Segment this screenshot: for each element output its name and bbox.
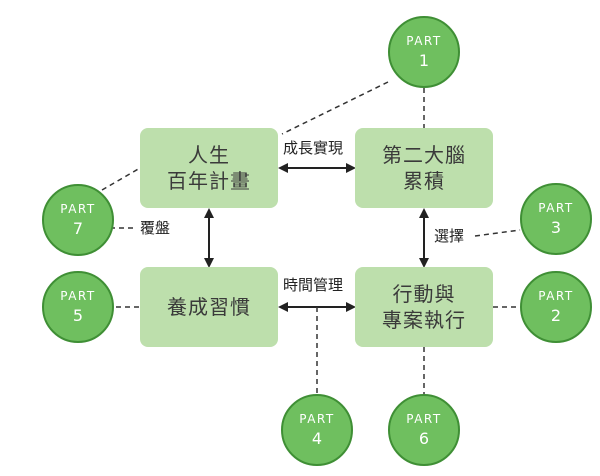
part-6-label: PART — [406, 412, 442, 426]
edge-label-bottom: 時間管理 — [283, 276, 344, 294]
part-circle-1: PART 1 — [388, 16, 460, 88]
part-5-label: PART — [60, 289, 96, 303]
node-action: 行動與 專案執行 — [355, 267, 493, 347]
part-7-number: 7 — [72, 219, 84, 238]
node-life-plan: 人生 百年計畫 — [140, 128, 278, 208]
node-action-line2: 專案執行 — [382, 308, 466, 332]
node-second-brain-line2: 累積 — [403, 169, 445, 193]
node-life-plan-line2: 百年計畫 — [167, 169, 251, 193]
part-4-number: 4 — [311, 429, 323, 448]
part-circle-6: PART 6 — [388, 394, 460, 466]
node-life-plan-line1: 人生 — [188, 143, 230, 167]
node-habits: 養成習慣 — [140, 267, 278, 347]
edge-label-left: 覆盤 — [140, 219, 171, 237]
node-second-brain: 第二大腦 累積 — [355, 128, 493, 208]
node-action-line1: 行動與 — [392, 282, 456, 306]
part-circle-2: PART 2 — [520, 271, 592, 343]
part-3-label: PART — [538, 201, 574, 215]
dash-part1-to-lifeplan — [281, 81, 389, 135]
part-6-number: 6 — [418, 429, 430, 448]
part-3-number: 3 — [550, 218, 562, 237]
node-second-brain-line1: 第二大腦 — [382, 143, 466, 167]
part-2-label: PART — [538, 289, 574, 303]
dash-part7-to-lifeplan — [101, 167, 141, 191]
part-2-number: 2 — [550, 306, 562, 325]
part-1-label: PART — [406, 34, 442, 48]
part-circle-7: PART 7 — [42, 184, 114, 256]
part-7-label: PART — [60, 202, 96, 216]
part-circle-4: PART 4 — [281, 394, 353, 466]
edge-label-right: 選擇 — [434, 227, 465, 245]
dash-part3-to-label — [474, 229, 521, 237]
part-1-number: 1 — [418, 51, 430, 70]
part-4-label: PART — [299, 412, 335, 426]
edge-label-top: 成長實現 — [283, 139, 344, 157]
part-circle-3: PART 3 — [520, 183, 592, 255]
part-5-number: 5 — [72, 306, 84, 325]
part-circle-5: PART 5 — [42, 271, 114, 343]
node-habits-line1: 養成習慣 — [167, 295, 251, 319]
